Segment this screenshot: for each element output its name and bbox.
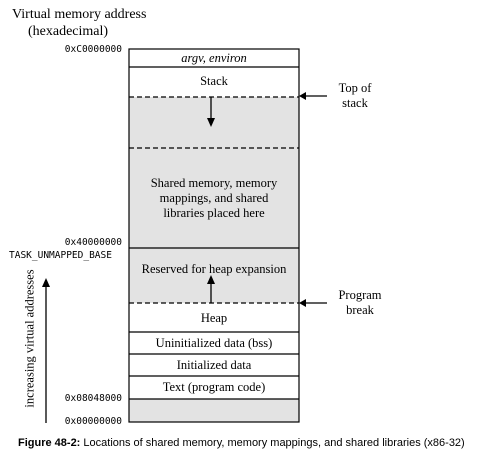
bottom-region-fill <box>129 399 299 422</box>
block-bss: Uninitialized data (bss) <box>155 336 273 350</box>
block-shared-line2: mappings, and shared <box>159 191 269 205</box>
header-subtitle: (hexadecimal) <box>28 24 109 39</box>
heap-growth-arrowhead <box>207 275 215 284</box>
label-program-break-line2: break <box>346 303 374 317</box>
block-shared-line3: libraries placed here <box>163 206 265 220</box>
address-mid-symbol: TASK_UNMAPPED_BASE <box>9 250 112 261</box>
block-argv-environ: argv, environ <box>181 51 247 65</box>
block-shared-line1: Shared memory, memory <box>150 176 278 190</box>
address-bottom: 0x00000000 <box>64 416 122 427</box>
label-program-break-line1: Program <box>338 288 382 302</box>
label-top-of-stack-line1: Top of <box>338 81 372 95</box>
block-reserved-heap: Reserved for heap expansion <box>141 262 287 276</box>
figure-caption-label: Figure 48-2: <box>18 437 81 449</box>
address-mid: 0x40000000 <box>64 237 122 248</box>
block-initialized-data: Initialized data <box>176 358 252 372</box>
figure-caption-text: Locations of shared memory, memory mappi… <box>80 437 465 449</box>
stack-growth-arrowhead <box>207 118 215 127</box>
block-text: Text (program code) <box>162 380 266 394</box>
program-break-pointer-head <box>299 299 306 307</box>
shared-region-fill <box>129 97 299 303</box>
header-title: Virtual memory address <box>12 7 147 22</box>
label-top-of-stack-line2: stack <box>342 96 368 110</box>
block-heap: Heap <box>200 311 228 325</box>
increasing-address-arrowhead <box>42 278 50 287</box>
address-top: 0xC0000000 <box>64 44 122 55</box>
block-stack: Stack <box>200 74 228 88</box>
address-text-start: 0x08048000 <box>64 393 122 404</box>
label-increasing-addresses: increasing virtual addresses <box>22 269 37 408</box>
top-of-stack-pointer-head <box>299 92 306 100</box>
figure-caption: Figure 48-2: Locations of shared memory,… <box>18 437 465 449</box>
memory-box-outline <box>128 48 300 423</box>
